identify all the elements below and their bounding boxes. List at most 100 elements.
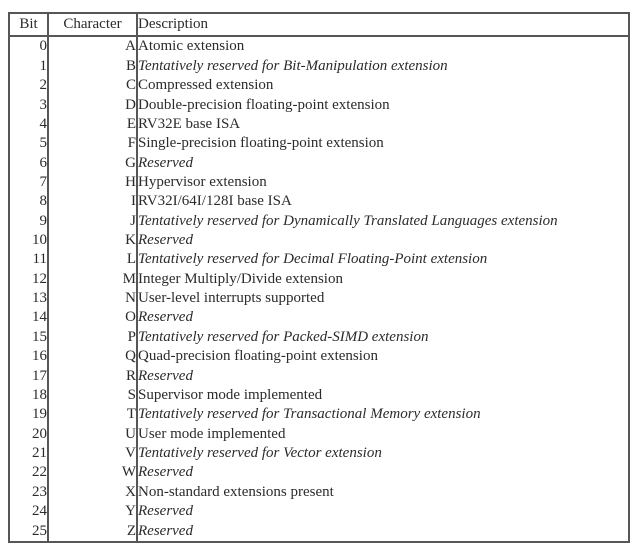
character-cell: L [47,250,138,270]
character-cell: M [47,269,138,289]
character-cell: T [47,405,138,425]
character-cell: O [47,308,138,328]
description-cell: User-level interrupts supported [136,288,630,309]
character-cell: X [47,482,138,502]
character-cell: N [47,288,138,309]
bit-cell: 5 [8,134,49,154]
character-cell: J [47,211,138,231]
character-cell: D [47,95,138,115]
description-cell: Reserved [136,230,630,251]
description-cell: Reserved [136,366,630,386]
bit-cell: 17 [8,366,49,386]
description-cell: Reserved [136,501,630,522]
description-cell: Reserved [136,521,630,542]
description-cell: Integer Multiply/Divide extension [136,269,630,289]
description-cell: Atomic extension [136,36,630,57]
character-cell: Q [47,347,138,367]
description-cell: Tentatively reserved for Dynamically Tra… [136,211,630,231]
description-cell: Single-precision floating-point extensio… [136,134,630,154]
description-cell: Tentatively reserved for Vector extensio… [136,443,630,464]
bit-cell: 6 [8,153,49,173]
description-cell: Reserved [136,463,630,483]
table-header-row: Bit Character Description [8,13,630,37]
bit-cell: 4 [8,114,49,135]
character-cell: B [47,56,138,76]
bit-cell: 2 [8,76,49,96]
description-cell: Tentatively reserved for Packed-SIMD ext… [136,327,630,348]
bit-cell: 18 [8,385,49,406]
bit-cell: 11 [8,250,49,270]
bit-cell: 23 [8,482,49,502]
description-cell: Reserved [136,308,630,328]
character-cell: E [47,114,138,135]
description-cell: Non-standard extensions present [136,482,630,502]
description-cell: Tentatively reserved for Bit-Manipulatio… [136,56,630,76]
column-header-description: Description [136,13,630,37]
bit-cell: 21 [8,443,49,464]
bit-cell: 1 [8,56,49,76]
character-cell: S [47,385,138,406]
bit-cell: 0 [8,36,49,57]
description-cell: Tentatively reserved for Transactional M… [136,405,630,425]
bit-cell: 7 [8,172,49,193]
description-cell: RV32E base ISA [136,114,630,135]
bit-cell: 10 [8,230,49,251]
character-cell: C [47,76,138,96]
character-cell: H [47,172,138,193]
character-cell: R [47,366,138,386]
character-cell: K [47,230,138,251]
description-cell: Compressed extension [136,76,630,96]
character-cell: A [47,36,138,57]
bit-cell: 25 [8,521,49,542]
bit-cell: 14 [8,308,49,328]
character-cell: F [47,134,138,154]
character-cell: P [47,327,138,348]
bit-cell: 16 [8,347,49,367]
bit-cell: 8 [8,192,49,212]
bit-cell: 20 [8,424,49,444]
bit-cell: 13 [8,288,49,309]
character-cell: G [47,153,138,173]
description-cell: Supervisor mode implemented [136,385,630,406]
bit-cell: 3 [8,95,49,115]
character-cell: W [47,463,138,483]
bit-cell: 9 [8,211,49,231]
bit-cell: 15 [8,327,49,348]
bit-cell: 24 [8,501,49,522]
character-cell: U [47,424,138,444]
description-cell: RV32I/64I/128I base ISA [136,192,630,212]
description-cell: Quad-precision floating-point extension [136,347,630,367]
character-cell: I [47,192,138,212]
column-header-bit: Bit [8,13,49,37]
character-cell: Z [47,521,138,542]
character-cell: V [47,443,138,464]
bit-cell: 12 [8,269,49,289]
description-cell: Reserved [136,153,630,173]
bit-cell: 19 [8,405,49,425]
